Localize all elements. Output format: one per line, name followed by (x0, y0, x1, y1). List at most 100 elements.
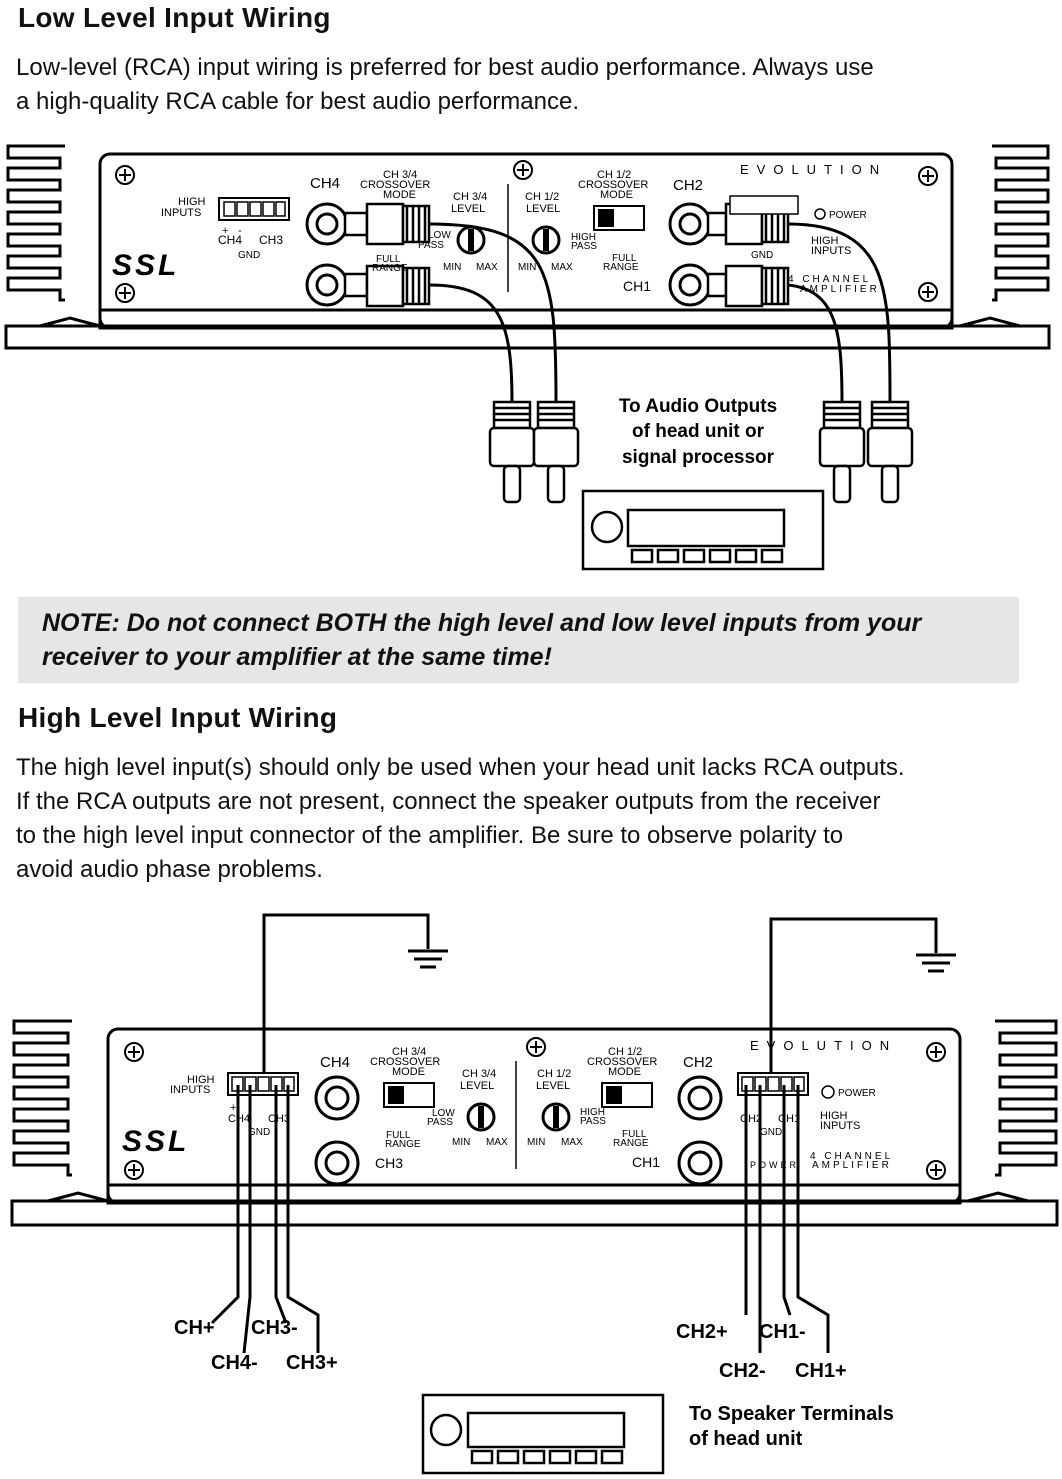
min-label-3: MIN (452, 1137, 470, 1148)
ch3-small-label-2: CH3 (268, 1113, 290, 1125)
ch4-jack-label-2: CH4 (320, 1054, 350, 1071)
plus-sign: + (222, 225, 228, 237)
high-level-desc-line-4: avoid audio phase problems. (16, 856, 323, 883)
audio-outputs-caption-1: To Audio Outputs (619, 396, 777, 417)
minus-sign: - (238, 225, 242, 237)
crossover-label-3: CROSSOVER (370, 1056, 440, 1068)
low-level-wiring-diagram: SSL EVOLUTION HIGH INPUTS + - CH4 CH3 GN… (4, 144, 1051, 571)
head-unit-icon (581, 489, 825, 571)
high-inputs-label: HIGH (178, 196, 206, 208)
high-pass-high-label-2: HIGH (580, 1107, 605, 1118)
ch12-level-label-2: CH 1/2 (537, 1068, 571, 1080)
brand-logo: SSL (112, 249, 179, 282)
wire-label-ch3-plus: CH3+ (286, 1352, 338, 1374)
high-pass-pass-label: PASS (571, 241, 597, 252)
high-level-desc-line-3: to the high level input connector of the… (16, 822, 844, 849)
ch34-crossover-label: CH 3/4 (383, 169, 417, 181)
ch1-jack-label-2: CH1 (632, 1154, 660, 1170)
ch1-jack-label: CH1 (623, 278, 651, 294)
high-level-desc-line-1: The high level input(s) should only be u… (16, 754, 905, 781)
high-pass-high-label: HIGH (571, 232, 596, 243)
crossover-label: CROSSOVER (360, 179, 430, 191)
pass-label: PASS (418, 240, 444, 251)
wire-label-ch1-minus: CH1- (759, 1321, 806, 1343)
note-box: NOTE: Do not connect BOTH the high level… (18, 597, 1019, 683)
mode-label: MODE (383, 189, 416, 201)
level-label-3: LEVEL (460, 1080, 494, 1092)
ch12-crossover-label: CH 1/2 (597, 169, 631, 181)
ch3-small-label: CH3 (259, 233, 283, 247)
wire-label-ch2-minus: CH2- (719, 1360, 766, 1382)
wire-label-ch3-minus: CH3- (251, 1317, 298, 1339)
level-label-4: LEVEL (536, 1080, 570, 1092)
max-label-4: MAX (561, 1137, 583, 1148)
low-level-heading: Low Level Input Wiring (18, 2, 331, 33)
note-text: NOTE: Do not connect BOTH the high level… (42, 606, 921, 674)
plus-sign-2: + (230, 1102, 236, 1114)
high-inputs-label-4: INPUTS (811, 245, 851, 257)
head-unit-icon-2 (421, 1393, 665, 1475)
audio-outputs-caption-2: of head unit or (632, 421, 765, 442)
model-name-2: EVOLUTION (750, 1038, 897, 1053)
amplifier-label-2: AMPLIFIER (812, 1160, 892, 1171)
low-level-desc-line-1: Low-level (RCA) input wiring is preferre… (16, 54, 874, 81)
power-label-3: POWER (750, 1160, 799, 1170)
ch4-jack-label: CH4 (310, 175, 340, 192)
low-level-desc-line-2: a high-quality RCA cable for best audio … (16, 88, 579, 115)
full-label: FULL (376, 254, 401, 265)
ch3-jack-label: CH3 (375, 1155, 403, 1171)
max-label-3: MAX (486, 1137, 508, 1148)
speaker-terminals-caption-1: To Speaker Terminals (689, 1403, 894, 1425)
high-inputs-label-8: INPUTS (820, 1120, 860, 1132)
gnd-label-4: GND (760, 1127, 782, 1138)
gnd-label: GND (238, 250, 260, 261)
high-inputs-label-3: HIGH (811, 235, 839, 247)
crossover-label-4: CROSSOVER (587, 1056, 657, 1068)
gnd-label-2: GND (751, 250, 773, 261)
ch34-level-label-2: CH 3/4 (462, 1068, 496, 1080)
mode-label-3: MODE (392, 1066, 425, 1078)
wire-label-ch1-plus: CH1+ (795, 1360, 847, 1382)
high-inputs-label-6: INPUTS (170, 1084, 210, 1096)
high-inputs-label-2: INPUTS (161, 207, 201, 219)
min-label: MIN (443, 262, 461, 273)
low-level-description: Low-level (RCA) input wiring is preferre… (16, 51, 1046, 119)
range-label-4: RANGE (613, 1138, 649, 1149)
power-label-2: POWER (838, 1088, 876, 1099)
pass-label-2: PASS (427, 1117, 453, 1128)
ch34-level-label: CH 3/4 (453, 191, 487, 203)
low-label-2: LOW (432, 1108, 455, 1119)
four-channel-label: 4 CHANNEL (788, 274, 871, 285)
ch2-jack-label: CH2 (673, 177, 703, 194)
level-label-2: LEVEL (526, 203, 560, 215)
mode-label-2: MODE (600, 189, 633, 201)
high-level-wiring-diagram: SSL EVOLUTION HIGH INPUTS + CH4 CH3 GND … (10, 913, 1059, 1475)
ch2-jack-label-2: CH2 (683, 1054, 713, 1071)
mode-label-4: MODE (608, 1066, 641, 1078)
ch12-level-label: CH 1/2 (525, 191, 559, 203)
wire-label-ch4-minus: CH4- (211, 1352, 258, 1374)
high-level-desc-line-2: If the RCA outputs are not present, conn… (16, 788, 881, 815)
speaker-terminals-caption-2: of head unit (689, 1428, 803, 1450)
crossover-label-2: CROSSOVER (578, 179, 648, 191)
full-label-3: FULL (386, 1130, 411, 1141)
min-label-4: MIN (527, 1137, 545, 1148)
note-line-1: NOTE: Do not connect BOTH the high level… (42, 609, 922, 637)
full-label-2: FULL (612, 253, 637, 264)
high-level-heading: High Level Input Wiring (18, 702, 338, 733)
range-label-2: RANGE (603, 262, 639, 273)
gnd-label-3: GND (248, 1127, 270, 1138)
brand-logo-2: SSL (122, 1125, 189, 1158)
max-label: MAX (476, 262, 498, 273)
ch12-crossover-label-2: CH 1/2 (608, 1046, 642, 1058)
min-label-2: MIN (518, 262, 536, 273)
high-inputs-label-5: HIGH (187, 1074, 215, 1086)
four-channel-label-2: 4 CHANNEL (810, 1151, 893, 1162)
amplifier-label: AMPLIFIER (800, 284, 880, 295)
wire-label-ch2-plus: CH2+ (676, 1321, 728, 1343)
high-level-description: The high level input(s) should only be u… (16, 751, 1046, 887)
full-label-4: FULL (622, 1129, 647, 1140)
level-label: LEVEL (451, 203, 485, 215)
power-label: POWER (829, 210, 867, 221)
range-label: RANGE (372, 263, 408, 274)
